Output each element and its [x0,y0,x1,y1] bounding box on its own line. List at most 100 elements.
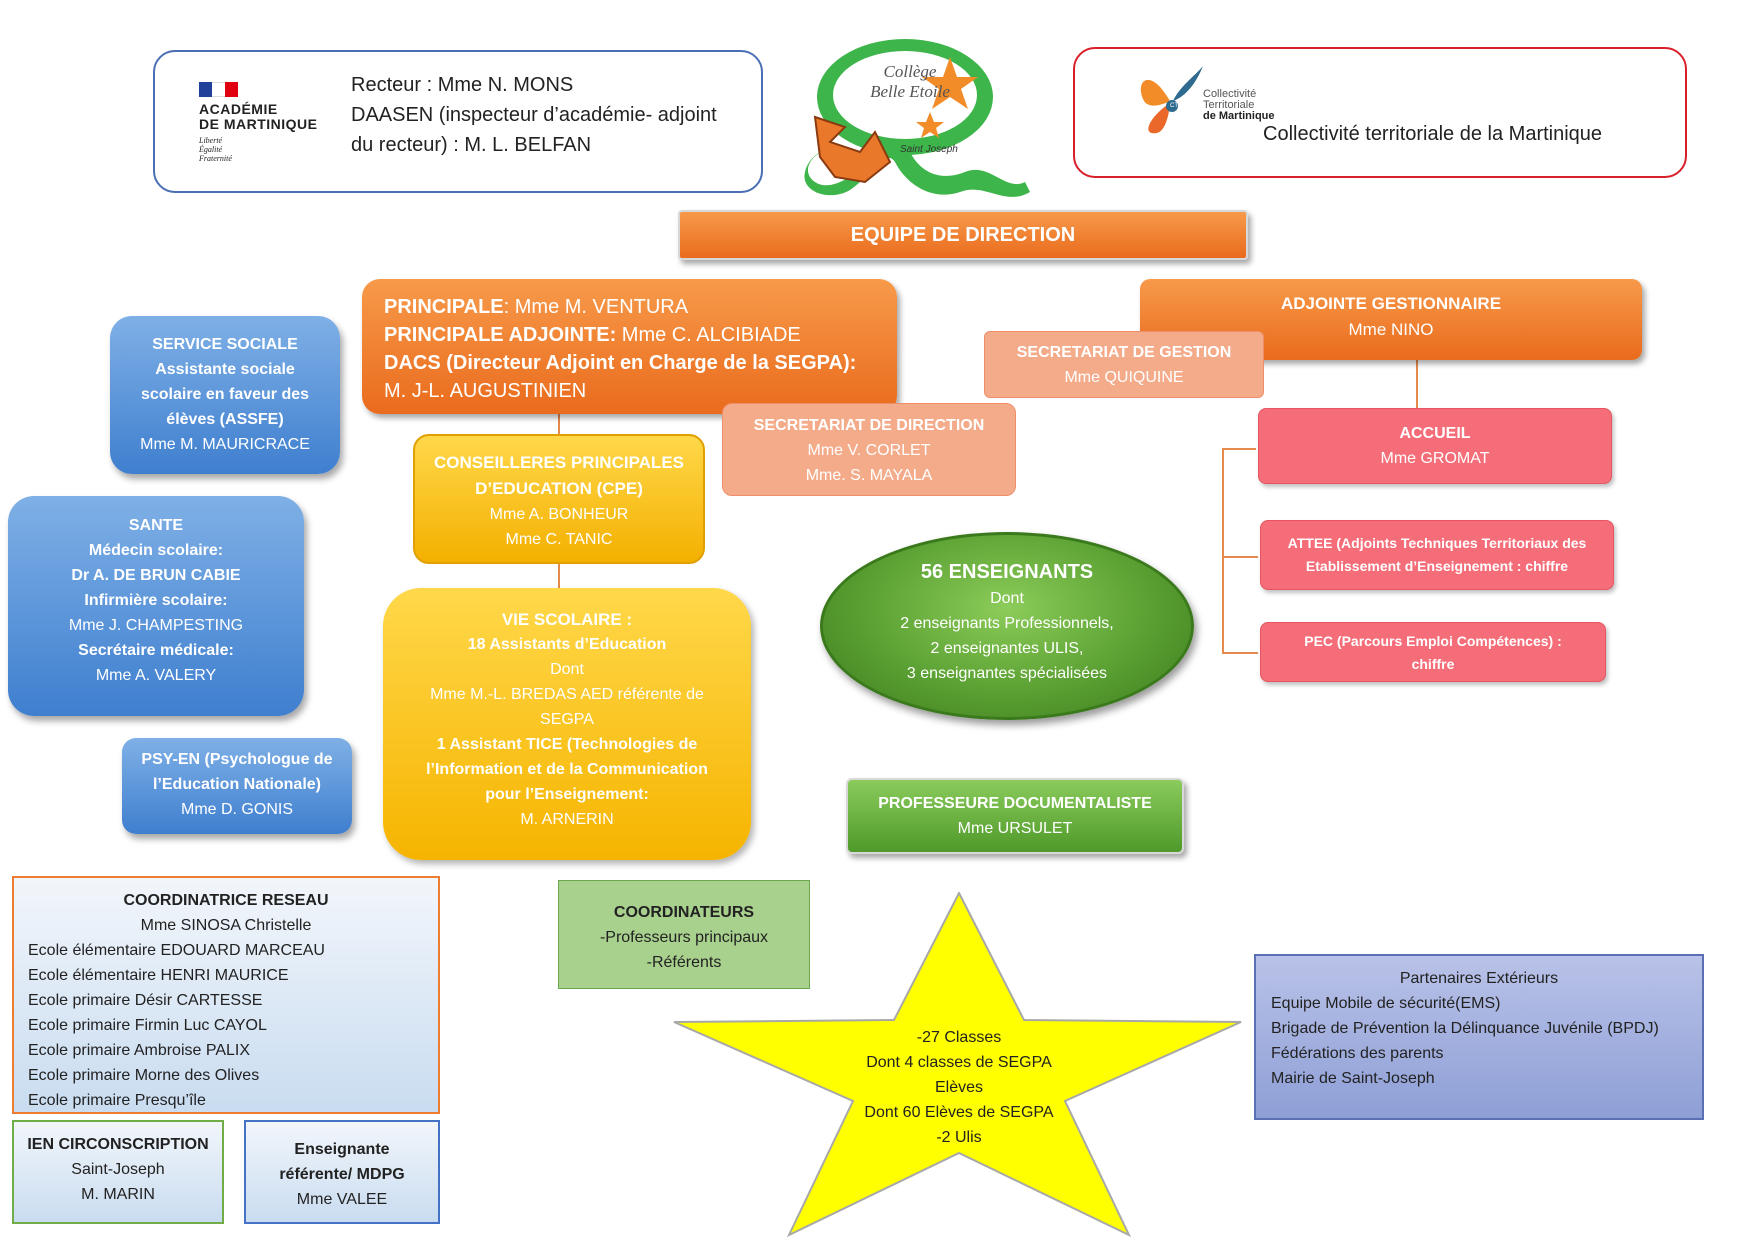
school-item: Ecole primaire Presqu’île [28,1092,206,1109]
partenaire-item: Fédérations des parents [1271,1045,1444,1062]
ctm-logo-line: de Martinique [1203,110,1275,122]
service-social-line: scolaire en faveur des [140,386,310,403]
star-line: -27 Classes [916,1029,1002,1046]
attee-line: Etablissement d’Enseignement : chiffre [1305,558,1569,574]
adjointe-gestionnaire-title: ADJOINTE GESTIONNAIRE [1280,294,1502,313]
infirmiere-label: Infirmière scolaire: [84,592,228,609]
pec-line: chiffre [1411,656,1455,672]
star-line: -2 Ulis [936,1129,982,1146]
ctm-logo-tag: CTM [1170,103,1183,109]
marianne-logo [199,82,239,97]
vie-scolaire-aed: 18 Assistants d’Education [467,636,667,653]
ctm-butterfly-icon [1140,66,1203,134]
principale-box: PRINCIPALE: Mme M. VENTURA PRINCIPALE AD… [362,279,897,414]
college-logo: Collège Belle Etoile Saint Joseph [790,32,1050,207]
principale-adjointe-name: Mme C. ALCIBIADE [616,324,801,346]
school-item: Ecole primaire Désir CARTESSE [28,992,263,1009]
dacs-name: M. J-L. AUGUSTINIEN [384,380,587,402]
star-line: Dont 4 classes de SEGPA [866,1054,1052,1071]
equipe-direction-banner: EQUIPE DE DIRECTION [678,210,1248,260]
ien-title: IEN CIRCONSCRIPTION [27,1136,209,1153]
school-item: Ecole primaire Ambroise PALIX [28,1042,251,1059]
coordinateurs-line: -Référents [646,954,722,971]
star-line: Dont 60 Elèves de SEGPA [864,1104,1054,1121]
documentaliste-box: PROFESSEURE DOCUMENTALISTE Mme URSULET [846,778,1184,854]
coordinatrice-box: COORDINATRICE RESEAU Mme SINOSA Christel… [12,876,440,1114]
college-logo-text: Collège [883,62,937,81]
recteur-line: Recteur : Mme N. MONS [351,74,574,96]
adjointe-gestionnaire-box: ADJOINTE GESTIONNAIRE Mme NINO [1140,279,1642,360]
documentaliste-name: Mme URSULET [957,820,1073,837]
pec-box: PEC (Parcours Emploi Compétences) : chif… [1260,622,1606,682]
sante-box: SANTE Médecin scolaire: Dr A. DE BRUN CA… [8,496,304,716]
star-shape-icon [673,892,1242,1237]
vie-scolaire-box: VIE SCOLAIRE : 18 Assistants d’Education… [383,588,751,860]
secretariat-gestion-name: Mme QUIQUINE [1064,369,1184,386]
accueil-name: Mme GROMAT [1380,450,1490,467]
ien-line: M. MARIN [81,1186,155,1203]
school-item: Ecole primaire Morne des Olives [28,1067,260,1084]
enseignants-line: 3 enseignantes spécialisées [906,665,1108,682]
enseignants-line: 2 enseignants Professionnels, [900,615,1114,632]
secretaire-label: Secrétaire médicale: [78,642,234,659]
infirmiere-name: Mme J. CHAMPESTING [68,617,244,634]
cpe-box: CONSEILLERES PRINCIPALES D’EDUCATION (CP… [413,434,705,564]
sante-title: SANTE [128,517,184,534]
secretariat-direction-box: SECRETARIAT DE DIRECTION Mme V. CORLET M… [722,403,1016,496]
enseignante-referente-box: Enseignante référente/ MDPG Mme VALEE [244,1120,440,1224]
psy-line: PSY-EN (Psychologue de [141,751,333,768]
vie-scolaire-tice: 1 Assistant TICE (Technologies de [436,736,698,753]
service-social-line: Assistante sociale [155,361,295,378]
enseignante-ref-line: Enseignante [294,1141,390,1158]
connector [1222,448,1256,450]
ctm-logo-line: Territoriale [1203,99,1255,111]
partenaire-item: Brigade de Prévention la Délinquance Juv… [1271,1020,1659,1037]
vie-scolaire-referente: Mme M.-L. BREDAS AED référente de [430,686,704,703]
secretariat-direction-title: SECRETARIAT DE DIRECTION [753,417,985,434]
medecin-label: Médecin scolaire: [88,542,224,559]
service-social-box: SERVICE SOCIALE Assistante sociale scola… [110,316,340,474]
motto-line: Égalité [199,145,223,154]
adjointe-gestionnaire-name: Mme NINO [1348,320,1434,339]
enseignants-ellipse: 56 ENSEIGNANTS Dont 2 enseignants Profes… [820,532,1194,720]
star-line: Elèves [934,1079,984,1096]
college-logo-text: Belle Etoile [870,82,950,101]
coordinateurs-title: COORDINATEURS [613,904,755,921]
vie-scolaire-tice: pour l’Enseignement: [485,786,649,803]
psy-line: l’Education Nationale) [152,776,321,793]
secretaire-name: Mme A. VALERY [95,667,217,684]
dacs-label: DACS (Directeur Adjoint en Charge de la … [384,352,857,374]
accueil-title: ACCUEIL [1399,425,1471,442]
secretariat-gestion-box: SECRETARIAT DE GESTION Mme QUIQUINE [984,331,1264,398]
documentaliste-title: PROFESSEURE DOCUMENTALISTE [878,795,1152,812]
classes-star: -27 Classes Dont 4 classes de SEGPA Elèv… [672,892,1242,1237]
enseignants-title: 56 ENSEIGNANTS [920,561,1094,583]
connector [558,410,560,435]
motto-line: Fraternité [199,154,232,163]
school-item: Ecole primaire Firmin Luc CAYOL [28,1017,267,1034]
principale-name: : Mme M. VENTURA [503,296,689,318]
equipe-direction-title: EQUIPE DE DIRECTION [850,224,1076,246]
coordinatrice-title: COORDINATRICE RESEAU [123,892,329,909]
vie-scolaire-tice-name: M. ARNERIN [520,811,614,828]
coordinateurs-box: COORDINATEURS -Professeurs principaux -R… [558,880,810,989]
connector [1416,360,1418,408]
cpe-line: CONSEILLERES PRINCIPALES [434,453,684,472]
coordinatrice-name: Mme SINOSA Christelle [140,917,312,934]
gecko-logo-icon [804,39,1030,197]
academie-logo-line: ACADÉMIE [199,101,278,117]
ien-box: IEN CIRCONSCRIPTION Saint-Joseph M. MARI… [12,1120,224,1224]
school-item: Ecole élémentaire HENRI MAURICE [28,967,289,984]
school-item: Ecole élémentaire EDOUARD MARCEAU [28,942,325,959]
pec-line: PEC (Parcours Emploi Compétences) : [1304,633,1562,649]
college-logo-subtext: Saint Joseph [900,144,958,155]
principale-adjointe-label: PRINCIPALE ADJOINTE: [384,324,617,346]
service-social-name: Mme M. MAURICRACE [140,436,310,453]
vie-scolaire-referente: SEGPA [540,711,594,728]
ctm-logo-line: Collectivité [1203,88,1257,100]
enseignante-ref-line: référente/ MDPG [279,1166,405,1183]
daasen-line-2: du recteur) : M. L. BELFAN [351,134,592,156]
academie-card: ACADÉMIE DE MARTINIQUE Liberté Égalité F… [153,50,763,193]
vie-scolaire-title: VIE SCOLAIRE : [501,610,633,629]
secretariat-gestion-title: SECRETARIAT DE GESTION [1016,344,1232,361]
